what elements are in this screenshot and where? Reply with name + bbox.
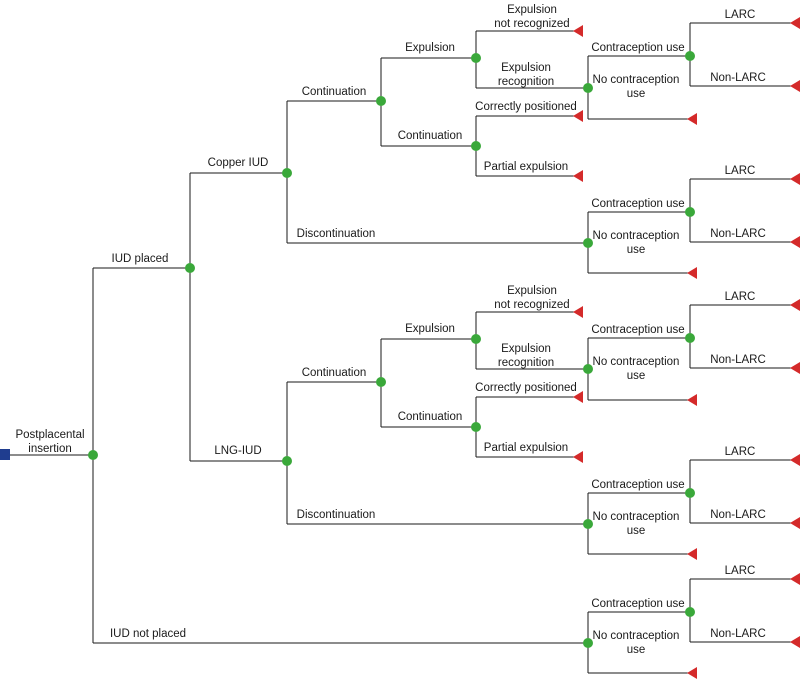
no-contraception-label: use [627,644,646,656]
lng-iud-label: LNG-IUD [214,445,261,457]
iud-placed-label: IUD placed [112,253,169,265]
chance-node [471,53,481,63]
chance-node [185,263,195,273]
contraception-use-label: Contraception use [591,198,684,210]
larc-label: LARC [725,291,756,303]
non-larc-label: Non-LARC [710,72,766,84]
chance-node [471,334,481,344]
expulsion-recognition-label: Expulsion [501,62,551,74]
tree-edges [10,22,800,674]
no-contraception-label: No contraception [593,74,680,86]
expulsion-not-recognized-label: Expulsion [507,4,557,16]
chance-node [685,51,695,61]
no-contraception-label: use [627,370,646,382]
no-contraception-label: No contraception [593,630,680,642]
chance-node [376,377,386,387]
expulsion-recognition-label: recognition [498,357,554,369]
no-contraception-label: use [627,525,646,537]
contraception-use-label: Contraception use [591,324,684,336]
continuation-label: Continuation [398,411,463,423]
larc-label: LARC [725,9,756,21]
non-larc-label: Non-LARC [710,509,766,521]
iud-not-placed-label: IUD not placed [110,628,186,640]
contraception-use-label: Contraception use [591,479,684,491]
terminal-node [573,110,583,122]
contraception-use-label: Contraception use [591,42,684,54]
chance-node [88,450,98,460]
terminal-node [687,548,697,560]
terminal-node [790,362,800,374]
root-label: insertion [28,443,71,455]
expulsion-label: Expulsion [405,42,455,54]
chance-node [685,333,695,343]
terminal-node [790,636,800,648]
chance-node [583,638,593,648]
correctly-positioned-label: Correctly positioned [475,382,577,394]
expulsion-recognition-label: Expulsion [501,343,551,355]
chance-node [583,83,593,93]
terminal-node [790,80,800,92]
non-larc-label: Non-LARC [710,354,766,366]
chance-node [583,364,593,374]
larc-label: LARC [725,565,756,577]
terminal-node [790,517,800,529]
tree-nodes [0,17,800,679]
continuation-label: Continuation [398,130,463,142]
expulsion-not-recognized-label: not recognized [494,299,569,311]
chance-node [471,141,481,151]
terminal-node [790,236,800,248]
decision-node [0,449,10,460]
non-larc-label: Non-LARC [710,228,766,240]
discontinuation-label: Discontinuation [297,509,376,521]
terminal-node [573,170,583,182]
no-contraception-label: use [627,88,646,100]
no-contraception-label: No contraception [593,356,680,368]
terminal-node [573,451,583,463]
non-larc-label: Non-LARC [710,628,766,640]
terminal-node [790,454,800,466]
terminal-node [687,667,697,679]
chance-node [583,238,593,248]
terminal-node [790,173,800,185]
terminal-node [790,573,800,585]
chance-node [471,422,481,432]
terminal-node [573,391,583,403]
chance-node [685,488,695,498]
terminal-node [573,306,583,318]
chance-node [685,207,695,217]
expulsion-recognition-label: recognition [498,76,554,88]
terminal-node [687,113,697,125]
terminal-node [573,25,583,37]
terminal-node [790,299,800,311]
correctly-positioned-label: Correctly positioned [475,101,577,113]
chance-node [282,456,292,466]
expulsion-label: Expulsion [405,323,455,335]
no-contraception-label: No contraception [593,230,680,242]
partial-expulsion-label: Partial expulsion [484,161,568,173]
chance-node [583,519,593,529]
continuation-label: Continuation [302,86,367,98]
partial-expulsion-label: Partial expulsion [484,442,568,454]
expulsion-not-recognized-label: Expulsion [507,285,557,297]
larc-label: LARC [725,446,756,458]
no-contraception-label: use [627,244,646,256]
discontinuation-label: Discontinuation [297,228,376,240]
no-contraception-label: No contraception [593,511,680,523]
expulsion-not-recognized-label: not recognized [494,18,569,30]
terminal-node [687,267,697,279]
chance-node [376,96,386,106]
terminal-node [790,17,800,29]
continuation-label: Continuation [302,367,367,379]
chance-node [685,607,695,617]
terminal-node [687,394,697,406]
copper-iud-label: Copper IUD [208,157,269,169]
chance-node [282,168,292,178]
root-label: Postplacental [15,429,84,441]
contraception-use-label: Contraception use [591,598,684,610]
larc-label: LARC [725,165,756,177]
